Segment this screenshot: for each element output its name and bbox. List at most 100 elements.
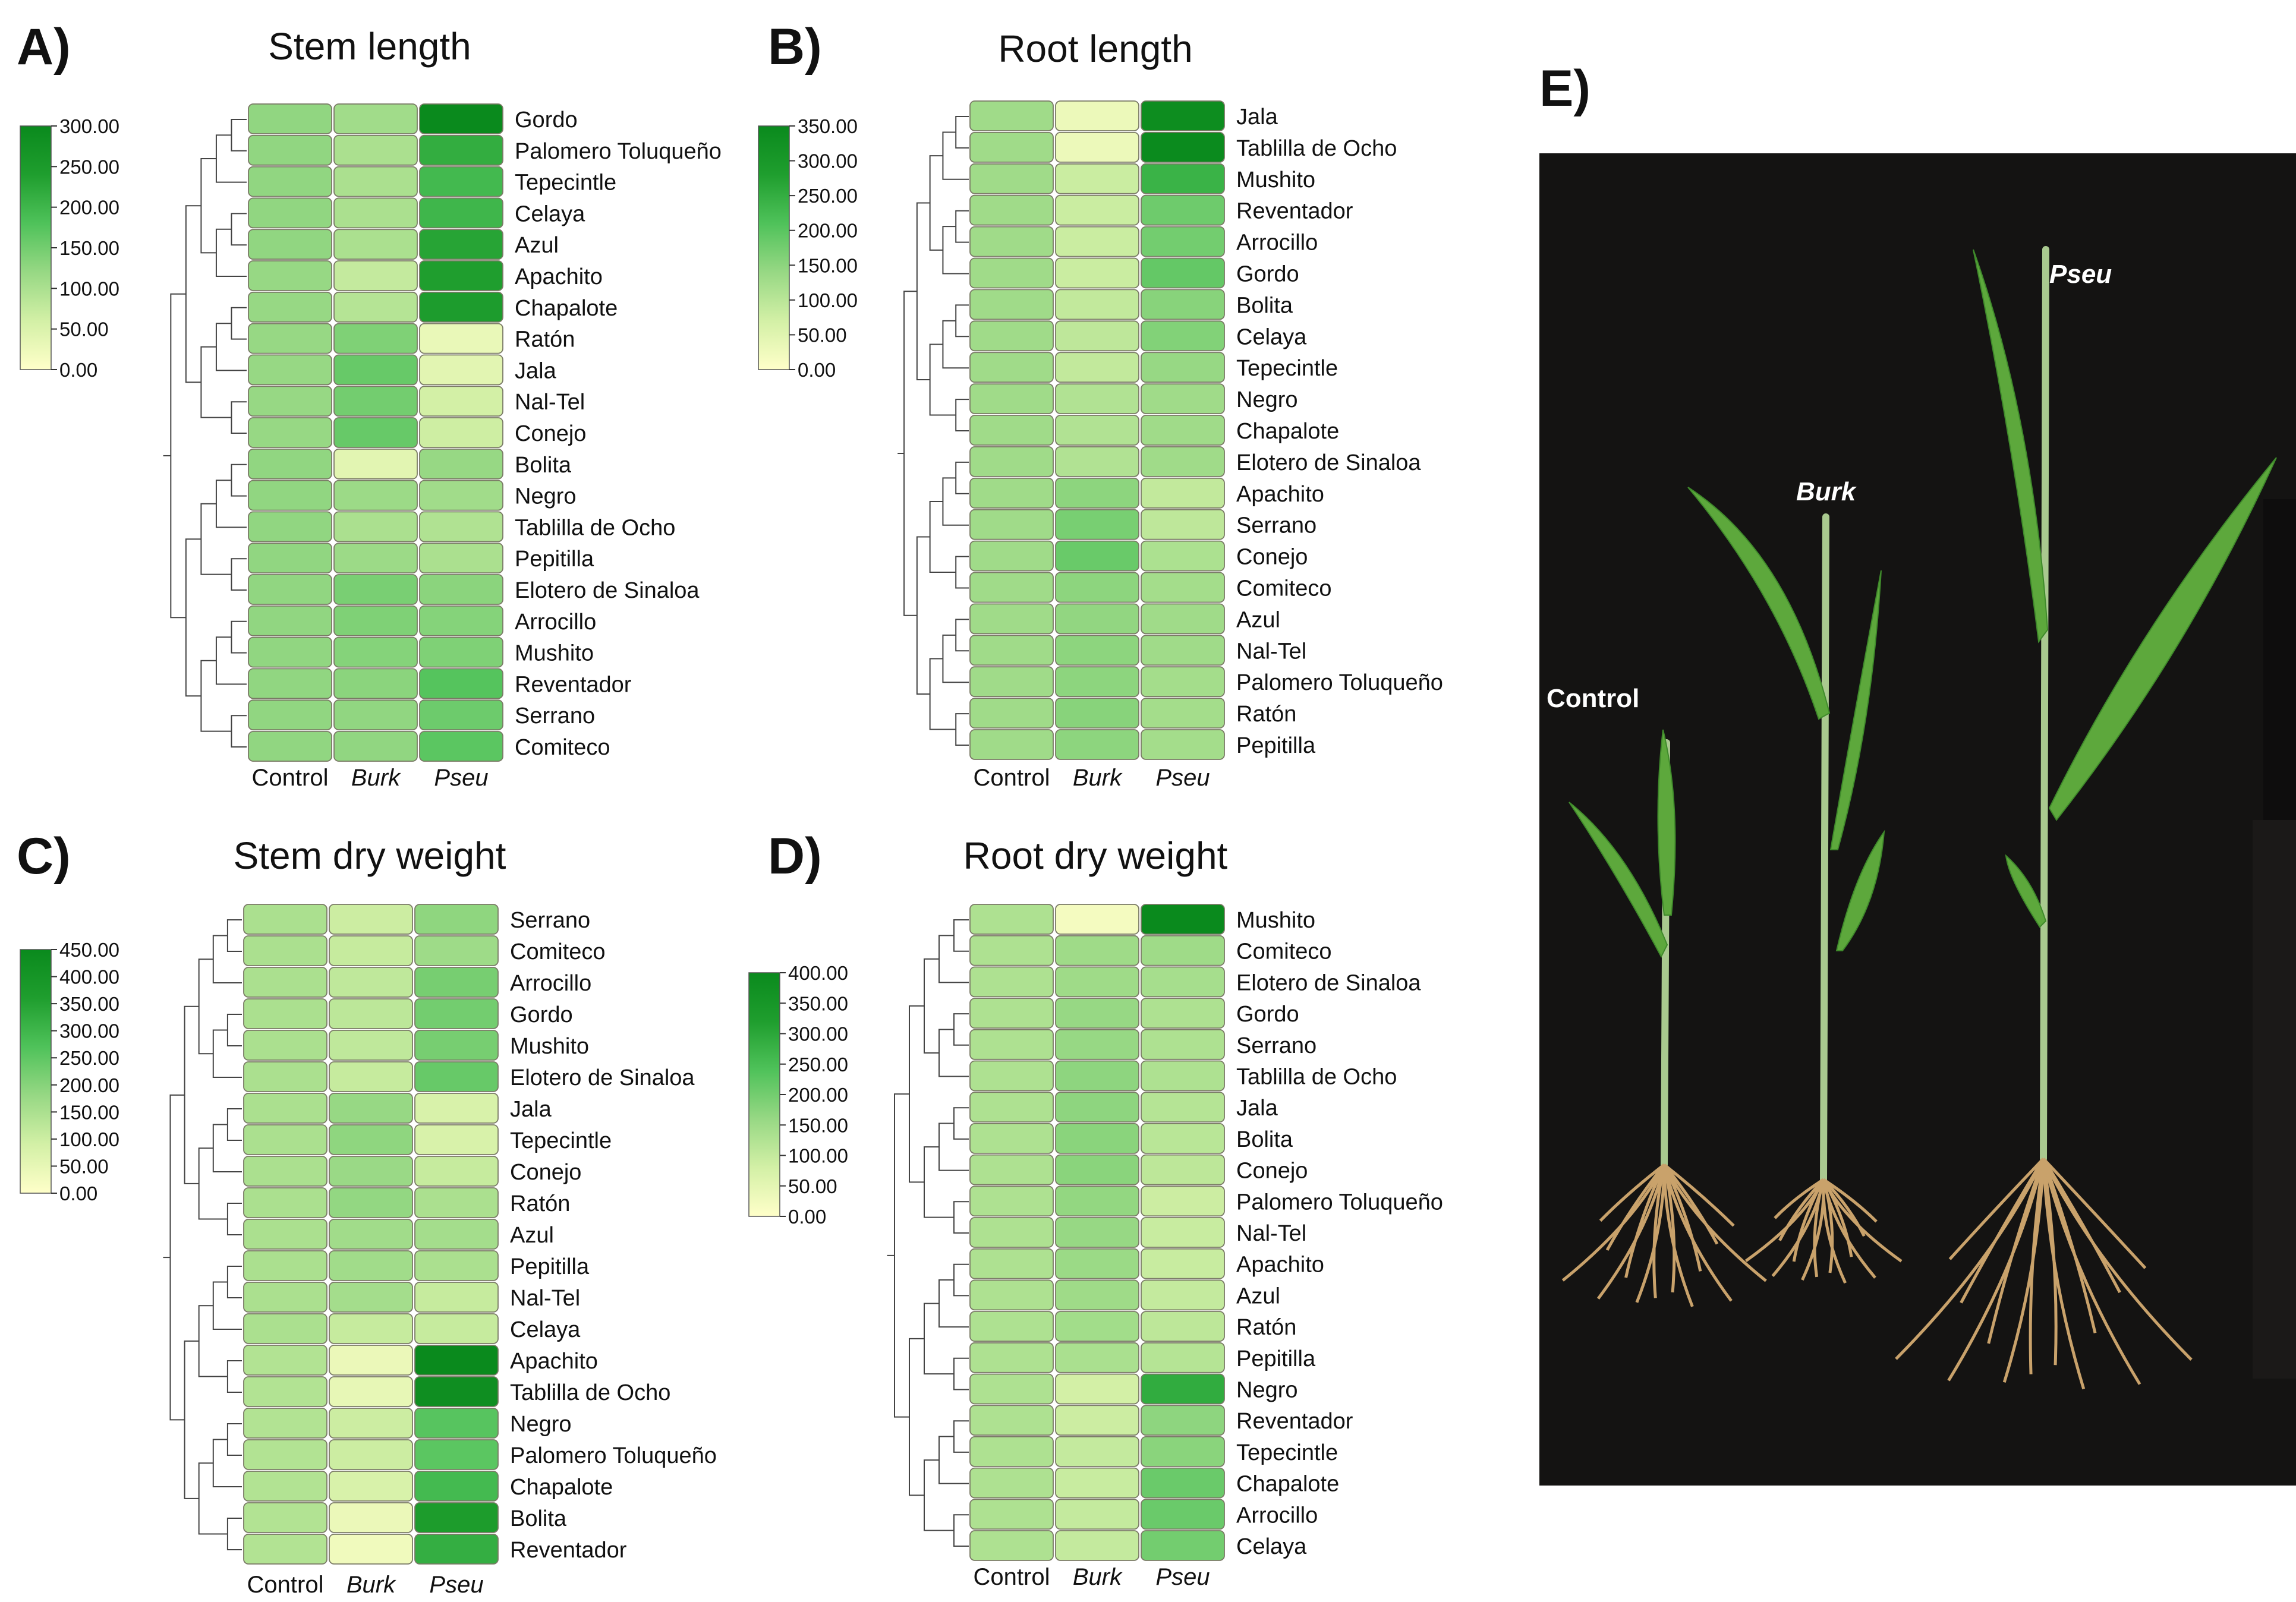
heatmap-cell-jala-control [969, 100, 1054, 131]
heatmap-cell-chapalote-burk [333, 291, 418, 323]
dendrogram-branch [212, 935, 242, 983]
heatmap-cell-raton-burk [329, 1187, 413, 1218]
heatmap-cell-elotero-de-sinaloa-pseu [1141, 966, 1225, 998]
heatmap-cell-pepitilla-control [969, 729, 1054, 760]
heatmap-cell-pepitilla-control [969, 1342, 1054, 1373]
heatmap-panel-b: B)Root length0.0050.00100.00150.00200.00… [758, 18, 1443, 791]
heatmap-cell-azul-pseu [414, 1219, 499, 1250]
heatmap-cell-serrano-pseu [414, 904, 499, 935]
dendrogram-branch [916, 536, 930, 695]
heatmap-cell-pepitilla-burk [1055, 729, 1139, 760]
heatmap-cell-tablilla-de-ocho-burk [1055, 131, 1139, 163]
photo-label-control: Control [1547, 684, 1639, 713]
heatmap-cell-elotero-de-sinaloa-pseu [419, 574, 503, 605]
heatmap-cell-gordo-burk [1055, 257, 1139, 289]
heatmap-cell-gordo-control [969, 998, 1054, 1029]
plant-control [1561, 729, 1767, 1307]
heatmap-cell-nal-tel-control [969, 635, 1054, 666]
dendrogram-branch [938, 1122, 969, 1171]
heatmap-cell-negro-burk [329, 1408, 413, 1439]
heatmap-cell-celaya-control [243, 1313, 327, 1344]
row-label-celaya: Celaya [1236, 324, 1307, 349]
row-label-arrocillo: Arrocillo [1236, 1503, 1318, 1528]
heatmap-cell-comiteco-burk [1055, 935, 1139, 966]
heatmap-cell-mushito-pseu [1141, 904, 1225, 935]
row-label-celaya: Celaya [515, 201, 585, 226]
heatmap-cell-negro-pseu [1141, 1373, 1225, 1405]
root [1624, 1163, 1666, 1278]
dendrogram-branch [215, 636, 247, 685]
row-label-reventador: Reventador [510, 1538, 627, 1563]
heatmap-cell-nal-tel-pseu [1141, 1217, 1225, 1248]
legend-tick-label: 200.00 [798, 220, 858, 242]
heatmap-cell-celaya-pseu [1141, 320, 1225, 352]
heatmap-cell-tablilla-de-ocho-burk [1055, 1060, 1139, 1092]
heatmap-cell-conejo-pseu [414, 1156, 499, 1187]
heatmap-cell-comiteco-pseu [1141, 572, 1225, 603]
heatmap-cell-raton-burk [1055, 698, 1139, 729]
dendrogram-branch [226, 1266, 242, 1298]
dendrogram-branch [909, 1338, 924, 1496]
dendrogram-branch [953, 1201, 969, 1234]
dendrogram-branch [184, 1005, 199, 1184]
heatmap-cell-tepecintle-control [969, 352, 1054, 383]
root [2042, 1158, 2147, 1269]
dendrogram-branch [929, 501, 956, 573]
heatmap-cell-bolita-pseu [1141, 289, 1225, 320]
panel-e-letter: E) [1539, 60, 1590, 117]
heatmap-cell-celaya-burk [329, 1313, 413, 1344]
legend-tick-label: 300.00 [59, 115, 119, 137]
leaf [1973, 249, 2049, 644]
row-label-elotero-de-sinaloa: Elotero de Sinaloa [515, 578, 700, 603]
heatmap-cell-raton-pseu [419, 323, 503, 354]
legend-color-bar [748, 972, 780, 1217]
heatmap-cell-nal-tel-burk [329, 1282, 413, 1313]
heatmap-cell-mushito-pseu [419, 636, 503, 668]
dendrogram-branch [231, 558, 247, 591]
row-label-celaya: Celaya [510, 1317, 581, 1342]
heatmap-cell-reventador-pseu [414, 1534, 499, 1565]
heatmap-cell-palomero-toluqueno-pseu [419, 134, 503, 166]
heatmap-cell-chapalote-control [248, 291, 332, 323]
heatmap-cell-reventador-pseu [1141, 1405, 1225, 1436]
heatmap-cell-nal-tel-control [969, 1217, 1054, 1248]
row-label-comiteco: Comiteco [1236, 939, 1332, 964]
row-label-gordo: Gordo [515, 108, 578, 133]
root [1778, 1178, 1825, 1241]
heatmap-cell-negro-pseu [1141, 383, 1225, 414]
heatmap-cell-pepitilla-pseu [414, 1250, 499, 1281]
heatmap-cell-reventador-burk [329, 1534, 413, 1565]
row-label-reventador: Reventador [1236, 1409, 1353, 1434]
heatmap-cell-reventador-burk [1055, 194, 1139, 226]
row-label-nal-tel: Nal-Tel [510, 1286, 580, 1311]
dendrogram-branch [226, 1014, 242, 1046]
row-label-tepecintle: Tepecintle [1236, 1440, 1338, 1465]
dendrogram-branch [953, 1514, 969, 1547]
dendrogram-branch [924, 1146, 954, 1218]
legend-tick-label: 250.00 [788, 1054, 848, 1076]
panel-title: Root length [998, 27, 1192, 70]
heatmap-cell-raton-pseu [414, 1187, 499, 1218]
root [1822, 1179, 1847, 1284]
root [1662, 1163, 1767, 1282]
heatmap-cell-comiteco-burk [329, 935, 413, 966]
heatmap-cell-gordo-control [969, 257, 1054, 289]
heatmap-cell-negro-burk [1055, 1373, 1139, 1405]
row-label-azul: Azul [515, 233, 559, 258]
row-label-jala: Jala [1236, 105, 1278, 130]
dendrogram-branch [942, 226, 969, 275]
row-label-nal-tel: Nal-Tel [515, 390, 585, 415]
dendrogram-branch [942, 131, 969, 180]
dendrogram-branch [953, 919, 969, 952]
heatmap-cell-arrocillo-pseu [1141, 1499, 1225, 1530]
heatmap-cell-conejo-burk [333, 417, 418, 448]
heatmap-cell-bolita-control [248, 448, 332, 480]
row-label-pepitilla: Pepitilla [510, 1254, 590, 1279]
heatmap-cell-jala-pseu [1141, 1092, 1225, 1123]
heatmap-cell-palomero-toluqueno-pseu [414, 1439, 499, 1470]
heatmap-cell-tablilla-de-ocho-pseu [1141, 1060, 1225, 1092]
heatmap-cell-bolita-control [969, 289, 1054, 320]
legend-color-bar [758, 125, 790, 370]
heatmap-cell-arrocillo-burk [1055, 1499, 1139, 1530]
